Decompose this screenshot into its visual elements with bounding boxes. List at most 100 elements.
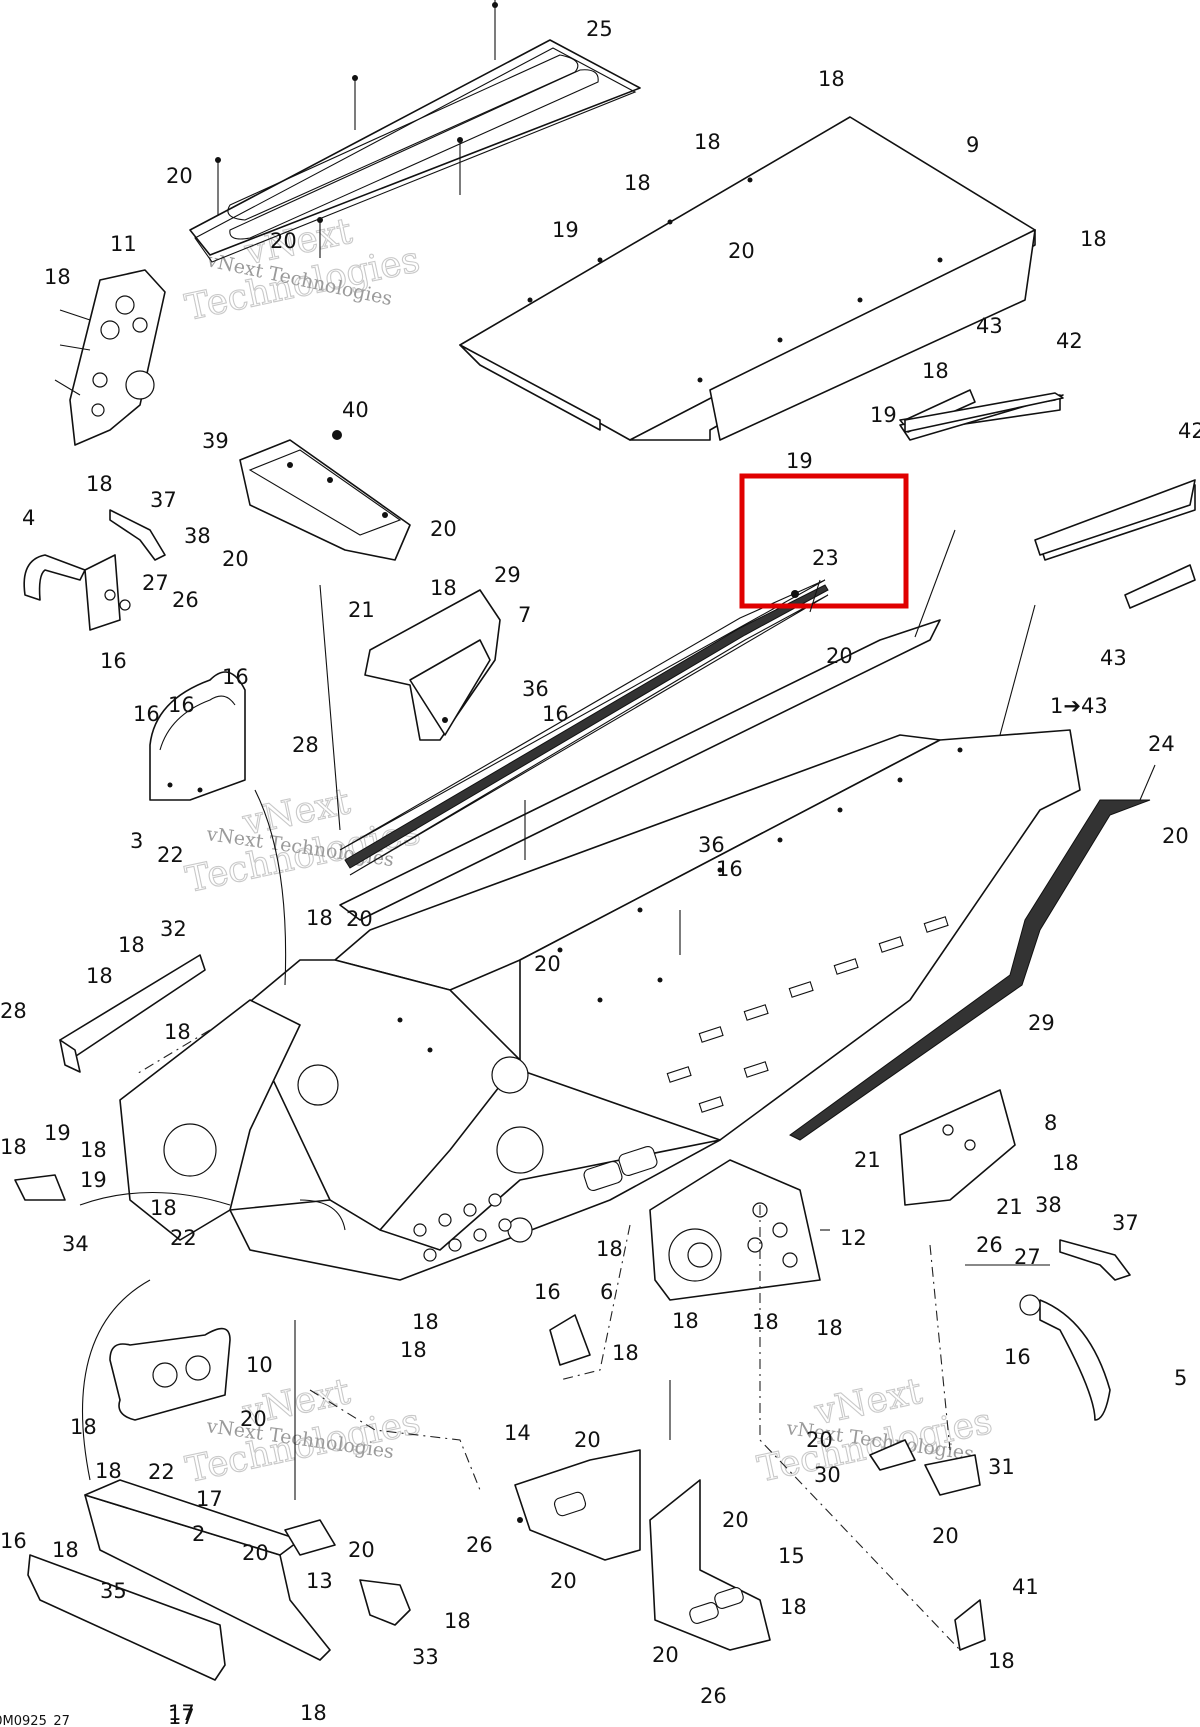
callout-label: 28 — [292, 733, 319, 757]
callout-label: 18 — [300, 1701, 327, 1725]
callout-label: 28 — [0, 999, 27, 1023]
callout-label: 9 — [966, 133, 979, 157]
callout-label: 43 — [976, 314, 1003, 338]
callout-label: 29 — [494, 563, 521, 587]
callout-label: 21 — [854, 1148, 881, 1172]
callout-label: 29 — [1028, 1011, 1055, 1035]
callout-label: 20 — [806, 1428, 833, 1452]
callout-label: 19 — [870, 403, 897, 427]
callout-label: 16 — [542, 702, 569, 726]
callout-label: 4 — [22, 506, 35, 530]
callout-label: 22 — [148, 1460, 175, 1484]
callout-label: 18 — [412, 1310, 439, 1334]
callout-label: 18 — [95, 1459, 122, 1483]
callout-label: 18 — [612, 1341, 639, 1365]
callout-label: 20 — [728, 239, 755, 263]
callout-label: 20 — [348, 1538, 375, 1562]
callout-label: 20 — [222, 547, 249, 571]
part-24-rail — [789, 799, 1151, 1141]
callout-label: 16 — [222, 665, 249, 689]
callout-label: 39 — [202, 429, 229, 453]
callout-label: 18 — [444, 1609, 471, 1633]
callout-label: 18 — [400, 1338, 427, 1362]
callout-label: 32 — [160, 917, 187, 941]
callout-label: 18 — [922, 359, 949, 383]
callout-label: 33 — [412, 1645, 439, 1669]
callout-label: 20 — [240, 1407, 267, 1431]
callout-label: 13 — [306, 1569, 333, 1593]
callout-label: 16 — [1004, 1345, 1031, 1369]
callout-label: 26 — [700, 1684, 727, 1708]
part-drawings — [14, 0, 1196, 1681]
callout-label: 38 — [184, 524, 211, 548]
callout-label: 18 — [1052, 1151, 1079, 1175]
callout-label: 30 — [814, 1463, 841, 1487]
part-12-plate — [649, 1159, 821, 1301]
callout-label: 16 — [168, 693, 195, 717]
callout-label: 26 — [466, 1533, 493, 1557]
callout-label: 37 — [150, 488, 177, 512]
callout-label: 19 — [786, 449, 813, 473]
callout-label: 18 — [0, 1135, 27, 1159]
figure-code: 20M0925_27 — [0, 1714, 70, 1727]
part-14-bracket — [514, 1449, 641, 1561]
part-25-panel — [189, 0, 641, 263]
callout-label: 42 — [1056, 329, 1083, 353]
callout-label: 22 — [157, 843, 184, 867]
callout-label: 34 — [62, 1232, 89, 1256]
callout-label: 18 — [818, 67, 845, 91]
callout-label: 16 — [0, 1529, 27, 1553]
callout-label: 5 — [1174, 1366, 1187, 1390]
callout-label: 15 — [778, 1544, 805, 1568]
callout-label: 24 — [1148, 732, 1175, 756]
callout-label: 20 — [826, 644, 853, 668]
callout-label: 18 — [816, 1316, 843, 1340]
part-2-35-strips — [27, 1479, 331, 1681]
part-23-rail — [339, 579, 829, 876]
small-brackets — [549, 1314, 986, 1651]
part-8-bracket — [899, 1089, 1016, 1206]
part-34-bracket — [14, 1174, 66, 1201]
callout-label: 18 — [80, 1138, 107, 1162]
callout-label: 18 — [52, 1538, 79, 1562]
callout-label: 27 — [1014, 1245, 1041, 1269]
callout-label: 18 — [624, 171, 651, 195]
callout-label: 41 — [1012, 1575, 1039, 1599]
part-7-bracket — [364, 589, 501, 741]
callout-label: 36 — [522, 677, 549, 701]
callout-label: 11 — [110, 232, 137, 256]
callout-label: 16 — [716, 857, 743, 881]
callout-label: 16 — [133, 702, 160, 726]
callout-label: 20 — [346, 907, 373, 931]
part-3-bracket — [149, 671, 246, 801]
callout-label: 19 — [552, 218, 579, 242]
callout-labels: 25 18 9 18 18 20 19 20 20 18 11 18 43 42… — [0, 17, 1200, 1727]
callout-label: 18 — [70, 1415, 97, 1439]
part-10-bracket — [109, 1327, 231, 1421]
callout-label: 18 — [694, 130, 721, 154]
callout-label: 43 — [1100, 646, 1127, 670]
callout-label: 37 — [1112, 1211, 1139, 1235]
callout-label: 20 — [534, 952, 561, 976]
callout-label: 16 — [534, 1280, 561, 1304]
callout-label: 26 — [976, 1233, 1003, 1257]
callout-label: 6 — [600, 1280, 613, 1304]
callout-label: 20 — [430, 517, 457, 541]
callout-label: 14 — [504, 1421, 531, 1445]
callout-label: 31 — [988, 1455, 1015, 1479]
part-9-tunnel-cover — [459, 116, 1036, 441]
callout-label: 18 — [164, 1020, 191, 1044]
callout-label: 20 — [270, 229, 297, 253]
callout-label: 36 — [698, 833, 725, 857]
callout-label: 2 — [192, 1522, 205, 1546]
part-39-crossmember — [239, 430, 411, 561]
callout-label: 20 — [1162, 824, 1189, 848]
callout-label: 18 — [118, 933, 145, 957]
callout-label: 18 — [596, 1237, 623, 1261]
callout-label: 1➔43 — [1050, 694, 1108, 718]
part-11-bracket — [54, 269, 166, 446]
callout-label: 17 — [196, 1487, 223, 1511]
callout-label: 18 — [430, 576, 457, 600]
part-33-clip — [359, 1579, 411, 1626]
callout-label: 27 — [142, 571, 169, 595]
